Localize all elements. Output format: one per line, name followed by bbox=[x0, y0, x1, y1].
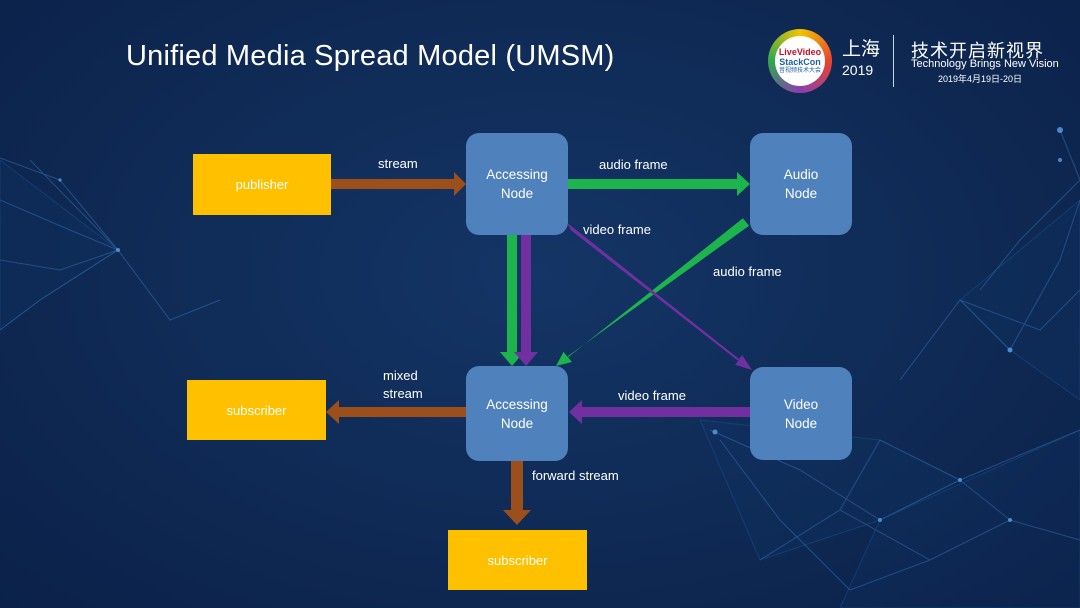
slogan-chinese: 技术开启新视界 bbox=[911, 41, 1044, 61]
video-node: Video Node bbox=[750, 367, 852, 460]
header-divider bbox=[893, 35, 894, 87]
logo-text-line1: LiveVideo bbox=[778, 47, 822, 57]
livevideostackcon-logo: LiveVideo StackCon 音视频技术大会 bbox=[768, 29, 832, 93]
edge-label-mixed-stream-line1: mixed bbox=[383, 368, 418, 383]
event-city: 上海 bbox=[842, 39, 881, 60]
arrow-accessing-to-subscriber-left bbox=[326, 400, 466, 424]
edge-label-mixed-stream-line2: stream bbox=[383, 386, 423, 401]
audio-node-line1: Audio bbox=[783, 167, 819, 182]
edge-label-mixed-stream: mixed stream bbox=[383, 367, 423, 403]
publisher-label: publisher bbox=[235, 177, 289, 192]
audio-node: Audio Node bbox=[750, 133, 852, 235]
subscriber-bottom-label: subscriber bbox=[487, 552, 548, 568]
edge-label-audio-frame-diag: audio frame bbox=[713, 264, 782, 279]
arrow-accessing-to-audio bbox=[568, 172, 750, 196]
accessing-node-top: Accessing Node bbox=[466, 133, 568, 235]
arrow-video-to-accessing bbox=[569, 400, 750, 424]
arrow-publisher-to-accessing bbox=[331, 172, 466, 196]
subscriber-left-label: subscriber bbox=[226, 402, 287, 418]
slogan-english: Technology Brings New Vision bbox=[911, 58, 1059, 70]
arrow-accessing-top-to-bottom-audio bbox=[500, 235, 524, 366]
arrow-accessing-top-to-bottom-video bbox=[514, 235, 538, 366]
audio-node-line2: Node bbox=[784, 186, 818, 201]
accessing-node-bottom-line2: Node bbox=[500, 415, 534, 431]
accessing-node-bottom-line1: Accessing bbox=[486, 396, 548, 412]
accessing-node-bottom: Accessing Node bbox=[466, 366, 568, 461]
logo-text-line2: StackCon bbox=[779, 57, 821, 67]
subscriber-bottom-box: subscriber bbox=[448, 530, 587, 590]
event-year: 2019 bbox=[842, 62, 874, 78]
video-node-line1: Video bbox=[783, 396, 819, 412]
logo-inner: LiveVideo StackCon 音视频技术大会 bbox=[775, 36, 825, 86]
publisher-box: publisher bbox=[193, 154, 331, 215]
arrow-accessing-to-video bbox=[566, 222, 752, 370]
accessing-node-top-line2: Node bbox=[500, 186, 534, 201]
slide-title: Unified Media Spread Model (UMSM) bbox=[126, 40, 615, 72]
subscriber-left-box: subscriber bbox=[187, 380, 326, 440]
video-node-line2: Node bbox=[784, 415, 818, 431]
edge-label-video-frame-top: video frame bbox=[583, 222, 651, 237]
arrow-accessing-to-subscriber-bottom bbox=[503, 461, 531, 525]
edge-label-audio-frame-top: audio frame bbox=[599, 157, 668, 172]
edge-label-video-frame-bottom: video frame bbox=[618, 388, 686, 403]
accessing-node-top-line1: Accessing bbox=[486, 167, 548, 182]
event-date: 2019年4月19日-20日 bbox=[938, 74, 1023, 84]
edge-label-stream: stream bbox=[378, 156, 418, 171]
logo-text-line3: 音视频技术大会 bbox=[778, 68, 821, 74]
edge-label-forward-stream: forward stream bbox=[532, 468, 619, 483]
